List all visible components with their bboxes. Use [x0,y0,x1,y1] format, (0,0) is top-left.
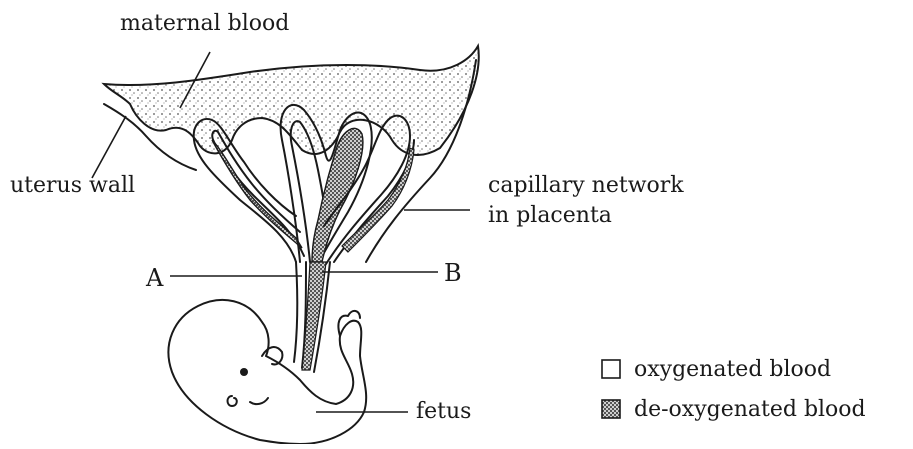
leader-uterus-wall [92,116,126,178]
fetus-mouth [250,398,268,404]
label-capillary-line1: capillary network [488,173,684,198]
label-uterus-wall: uterus wall [10,173,135,198]
fetus-eye [240,368,248,376]
fetus-ear [228,396,237,406]
label-point-b: B [444,259,462,287]
label-maternal-blood: maternal blood [120,11,289,36]
legend-swatch-deoxygenated [602,400,620,418]
left-deoxy-vessel [212,140,302,248]
umbilical-cord-left [294,262,297,362]
label-capillary-line2: in placenta [488,203,612,228]
legend-label-oxygenated: oxygenated blood [634,357,831,382]
legend-swatch-oxygenated [602,360,620,378]
fetus-body [168,300,366,444]
legend: oxygenated blood de-oxygenated blood [602,357,866,422]
legend-label-deoxygenated: de-oxygenated blood [634,397,866,422]
label-fetus: fetus [416,399,471,424]
label-point-a: A [145,264,164,292]
